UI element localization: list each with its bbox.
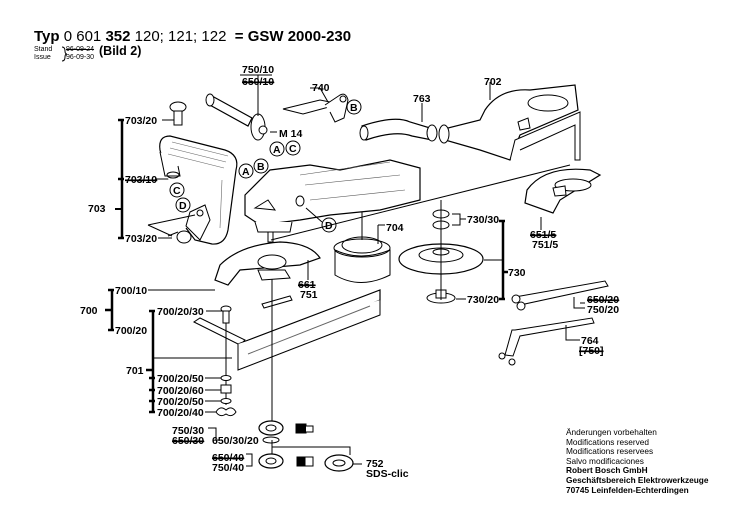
label-702: 702: [484, 76, 502, 88]
stand-label: Stand: [34, 46, 53, 53]
label-700: 700: [80, 305, 98, 317]
label-m14: M 14: [279, 128, 303, 140]
spanner-764: [498, 317, 595, 366]
issue-label: Issue: [34, 54, 51, 61]
label-700-20: 700/20: [115, 325, 147, 337]
marker-b-body: [253, 158, 269, 174]
backing-pad-730: [398, 200, 508, 304]
label-651-5: 651/5: [530, 229, 556, 241]
part-variants: 120; 121; 122: [134, 28, 227, 45]
marker-a-body-text: A: [242, 166, 250, 178]
label-650-20: 650/20: [587, 294, 619, 306]
label-730-30: 730/30: [467, 214, 499, 226]
part-prefix: 0 601: [63, 28, 102, 45]
stand-issue-dates: 96-09-24 96-09-30: [66, 46, 94, 62]
label-700-20-40: 700/20/40: [157, 407, 204, 419]
angle-grinder-body: [244, 159, 421, 300]
label-750-bracket: [750]: [579, 345, 604, 357]
marker-a-top: [269, 141, 285, 157]
bow-handle-703: [159, 135, 238, 245]
label-703-20-top: 703/20: [125, 115, 157, 127]
dust-hood-704: [333, 212, 391, 283]
hose-763: [359, 103, 438, 142]
label-763: 763: [413, 93, 431, 105]
label-703-10: 703/10: [125, 174, 157, 186]
guard-661-751: [214, 241, 321, 286]
label-700-20-50-b: 700/20/50: [157, 396, 204, 408]
bracket-740: [282, 87, 349, 123]
page-title: Typ 0 601 352 120; 121; 122 = GSW 2000-2…: [34, 28, 351, 45]
label-750-10: 750/10: [242, 64, 274, 76]
pin-wrench-650-20: [511, 280, 609, 311]
marker-d-left: [175, 197, 191, 213]
label-703-20-bottom: 703/20: [125, 233, 157, 245]
marker-c-top: [285, 140, 301, 156]
issue-date: 96-09-30: [66, 54, 95, 61]
label-750-20: 750/20: [587, 304, 619, 316]
label-650-10: 650/10: [242, 76, 274, 88]
label-sds-clic: SDS-clic: [366, 468, 409, 480]
label-764: 764: [581, 335, 599, 347]
stand-issue-block: Stand Issue: [34, 46, 52, 62]
marker-c-top-text: C: [289, 143, 297, 155]
aux-handle-750-10: [205, 74, 277, 141]
footer-address: 70745 Leinfelden-Echterdingen: [566, 484, 689, 495]
marker-d-body-text: D: [325, 220, 333, 232]
label-751: 751: [300, 289, 318, 301]
marker-b-body-text: B: [257, 161, 265, 173]
footer-company: Robert Bosch GmbH: [566, 465, 648, 476]
footer-line-en: Modifications reserved: [566, 436, 650, 447]
cutting-guide-701: [193, 289, 381, 417]
part-main: 352: [105, 28, 131, 45]
bracket-703: [118, 118, 124, 240]
bolt-703-20-bottom: [147, 214, 196, 244]
guard-651-5: [524, 168, 602, 230]
label-750-40: 750/40: [212, 462, 244, 474]
label-752: 752: [366, 458, 384, 470]
label-751-5: 751/5: [532, 239, 558, 251]
label-703: 703: [88, 203, 106, 215]
flange-750-30: [208, 300, 314, 444]
label-704: 704: [386, 222, 404, 234]
label-730: 730: [508, 267, 526, 279]
stand-brace: [61, 46, 68, 62]
bracket-701: [146, 309, 155, 414]
label-650-30: 650/30: [172, 435, 204, 447]
flange-750-40: [246, 440, 351, 469]
sds-clic-nut-752: [324, 454, 362, 472]
stand-date-old: 96-09-24: [66, 46, 95, 53]
footer-line-es: Salvo modificaciones: [566, 455, 644, 466]
label-750-30: 750/30: [172, 425, 204, 437]
footer-division: Geschäftsbereich Elektrowerkzeuge: [566, 474, 709, 485]
footer-notice: Änderungen vorbehalten Modifications res…: [566, 427, 709, 495]
label-700-20-50-a: 700/20/50: [157, 373, 204, 385]
label-661: 661: [298, 279, 316, 291]
model-name: GSW 2000-230: [247, 28, 352, 45]
label-700-20-60: 700/20/60: [157, 385, 204, 397]
footer-line-de: Änderungen vorbehalten: [566, 427, 657, 437]
label-701: 701: [126, 365, 144, 377]
label-700-20-30: 700/20/30: [157, 306, 204, 318]
label-650-30-20: 650/30/20: [212, 435, 259, 447]
marker-c-left: [169, 182, 185, 198]
marker-a-top-text: A: [273, 144, 281, 156]
equals-sign: =: [234, 28, 244, 45]
typ-label: Typ: [34, 28, 60, 45]
bolt-703-20-top: [169, 101, 187, 126]
label-650-40: 650/40: [212, 452, 244, 464]
footer-line-fr: Modifications reservees: [566, 446, 654, 457]
bracket-700: [105, 288, 114, 332]
label-730-20: 730/20: [467, 294, 499, 306]
marker-b-top-text: B: [350, 102, 358, 114]
marker-b-top: [346, 99, 362, 115]
marker-a-body: [238, 163, 254, 179]
bild-label: (Bild 2): [99, 44, 142, 58]
marker-d-left-text: D: [179, 200, 187, 212]
extraction-guard-702: [438, 82, 581, 161]
label-700-10: 700/10: [115, 285, 147, 297]
marker-d-body: [321, 217, 337, 233]
marker-c-left-text: C: [173, 185, 181, 197]
label-740: 740: [312, 82, 330, 94]
